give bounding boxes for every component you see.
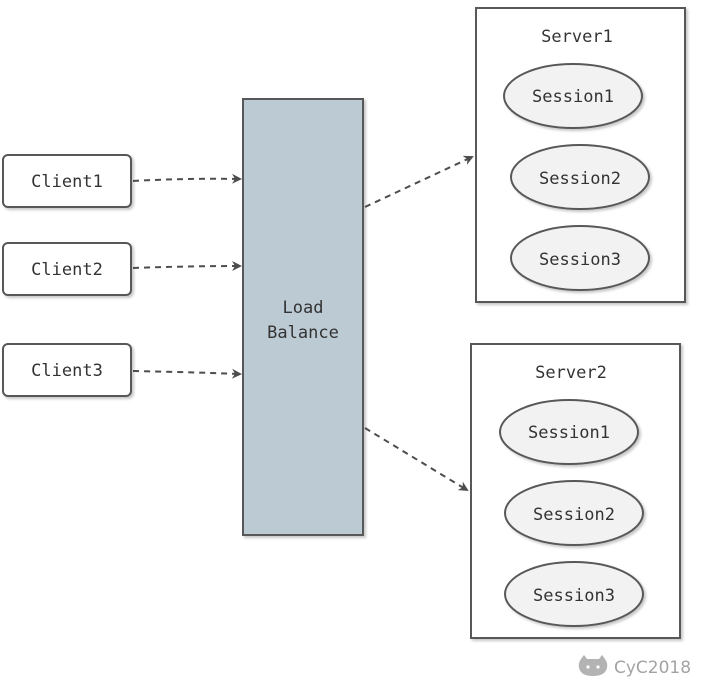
server-2-session-1-label: Session1 — [528, 423, 610, 443]
server-1-session-3-label: Session3 — [539, 250, 621, 270]
watermark-text: CyC2018 — [614, 658, 691, 678]
client-2: Client2 — [2, 242, 132, 296]
server-2-session-2-label: Session2 — [533, 505, 615, 525]
server-2-session-1: Session1 — [499, 399, 639, 465]
server-1-session-1: Session1 — [503, 63, 643, 129]
client-1: Client1 — [2, 154, 132, 208]
client-3-label: Client3 — [31, 361, 103, 381]
arrow-load-balancer-to-server-2 — [364, 427, 469, 492]
server-1-session-3: Session3 — [510, 225, 650, 291]
server-2-session-3: Session3 — [504, 561, 644, 627]
server-1: Server1 Session1 Session2 Session3 — [475, 7, 686, 303]
client-2-label: Client2 — [31, 260, 103, 280]
server-2-title: Server2 — [535, 363, 607, 383]
server-1-session-2: Session2 — [510, 144, 650, 210]
load-balancer: Load Balance — [242, 98, 364, 536]
server-1-session-1-label: Session1 — [532, 87, 614, 107]
server-1-session-2-label: Session2 — [539, 169, 621, 189]
server-2-session-2: Session2 — [504, 480, 644, 546]
client-1-label: Client1 — [31, 172, 103, 192]
arrow-load-balancer-to-server-1 — [364, 155, 474, 208]
arrow-client-2-to-load-balancer — [132, 261, 242, 272]
watermark: CyC2018 — [578, 655, 691, 678]
client-3: Client3 — [2, 343, 132, 397]
arrow-client-3-to-load-balancer — [132, 368, 242, 379]
load-balancer-label-line1: Load — [283, 298, 324, 318]
arrows — [132, 155, 474, 492]
server-1-title: Server1 — [541, 27, 613, 47]
arrow-client-1-to-load-balancer — [132, 173, 242, 184]
server-2-session-3-label: Session3 — [533, 586, 615, 606]
load-balancer-label-line2: Balance — [267, 323, 339, 343]
github-cat-icon — [578, 655, 608, 676]
server-2: Server2 Session1 Session2 Session3 — [470, 343, 681, 639]
